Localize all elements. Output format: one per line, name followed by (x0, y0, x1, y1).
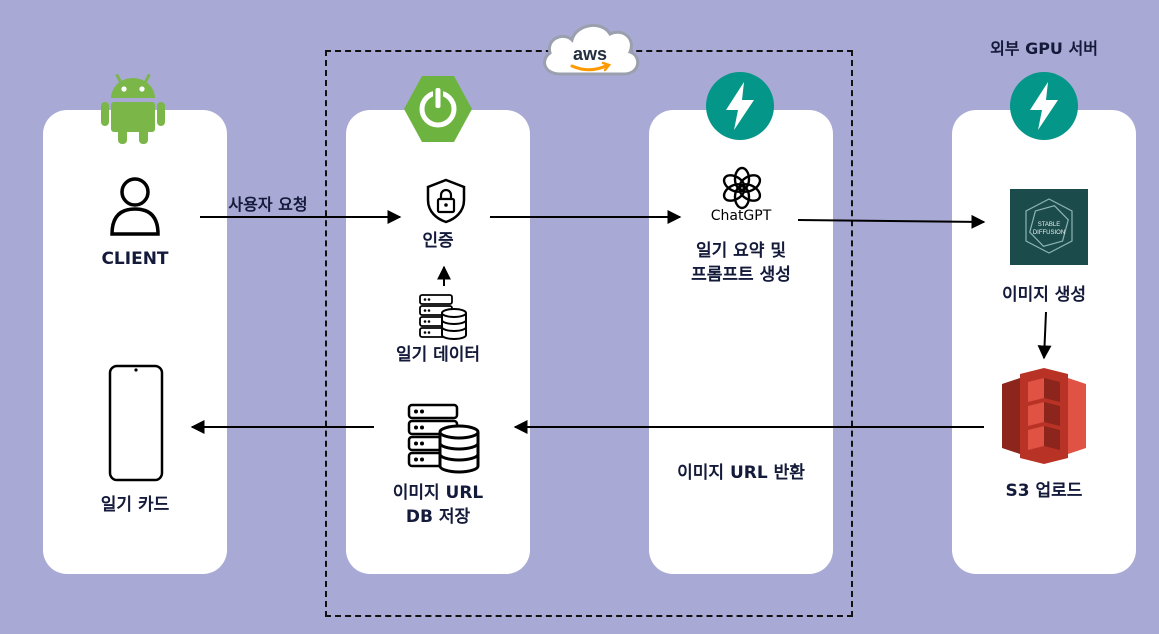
client-card (43, 110, 227, 574)
arrow-sd-to-s3 (1037, 311, 1052, 360)
arrow-chatgpt-to-sd (797, 214, 986, 229)
sd-text-line2: DIFFUSION (1033, 230, 1065, 236)
request-label: 사용자 요청 (228, 195, 308, 214)
s3-bucket-icon (1002, 368, 1086, 464)
user-icon (109, 176, 161, 236)
stable-diffusion-logo-icon: STABLE DIFFUSION (1010, 189, 1088, 265)
aws-logo-text: aws (573, 44, 607, 64)
database-server-icon (418, 293, 470, 341)
s3-upload-label: S3 업로드 (1005, 481, 1083, 501)
database-server-large-icon (406, 402, 484, 474)
fastapi-gpu-icon (1010, 72, 1078, 140)
client-label: CLIENT (101, 249, 169, 269)
auth-label: 인증 (422, 231, 454, 251)
phone-icon (108, 364, 164, 482)
diary-data-label: 일기 데이터 (395, 345, 481, 365)
image-generate-label: 이미지 생성 (1001, 285, 1087, 305)
save-label-line2: DB 저장 (405, 507, 471, 527)
android-icon (101, 72, 165, 144)
image-url-return-label: 이미지 URL 반환 (677, 463, 805, 483)
diary-card-label: 일기 카드 (100, 495, 170, 515)
spring-boot-icon (402, 74, 474, 144)
save-label-line1: 이미지 URL (392, 483, 484, 503)
aws-cloud-icon: aws (536, 16, 644, 84)
gpu-server-title: 외부 GPU 서버 (990, 39, 1098, 58)
openai-icon (720, 166, 764, 210)
chatgpt-label-line1: 일기 요약 및 (695, 241, 787, 261)
server-card (346, 110, 530, 574)
chatgpt-label-line2: 프롬프트 생성 (691, 265, 791, 285)
fastapi-icon (706, 72, 774, 140)
sd-text-line1: STABLE (1038, 222, 1061, 228)
shield-lock-icon (424, 178, 468, 224)
chatgpt-logo-text: ChatGPT (710, 208, 772, 224)
